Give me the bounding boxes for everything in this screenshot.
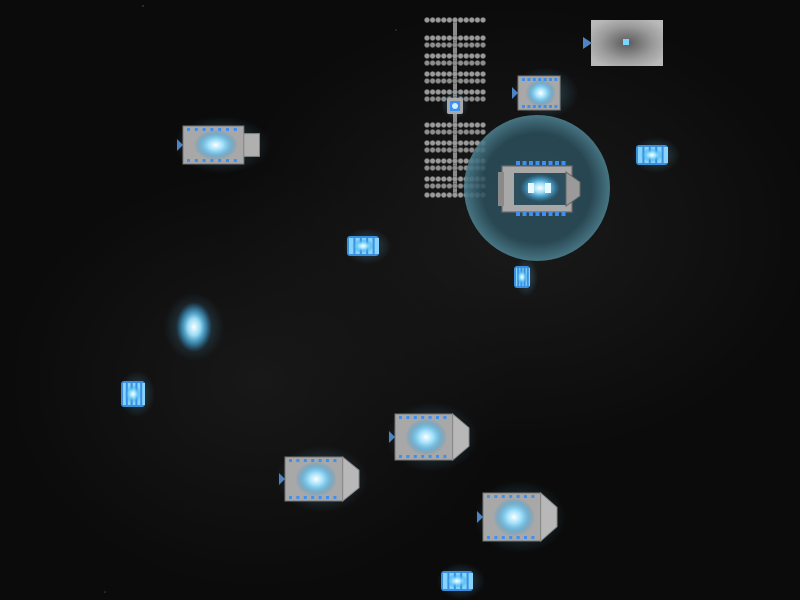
drone-icon[interactable] [343,228,391,264]
plasma-projectile-icon [164,293,224,361]
drone-icon[interactable] [119,370,155,418]
spaceship-icon[interactable] [386,402,478,472]
drone-icon[interactable] [514,257,538,297]
star-field [104,5,397,593]
space-station-icon[interactable] [424,17,486,198]
spaceship-icon[interactable] [511,67,579,119]
gray-block-icon[interactable] [583,20,663,66]
drone-icon[interactable] [632,137,680,173]
spaceship-icon[interactable] [173,116,271,174]
drone-icon[interactable] [437,563,485,599]
spaceship-icon[interactable] [498,161,581,216]
spaceship-icon[interactable] [474,481,566,553]
spaceship-icon[interactable] [276,446,368,512]
